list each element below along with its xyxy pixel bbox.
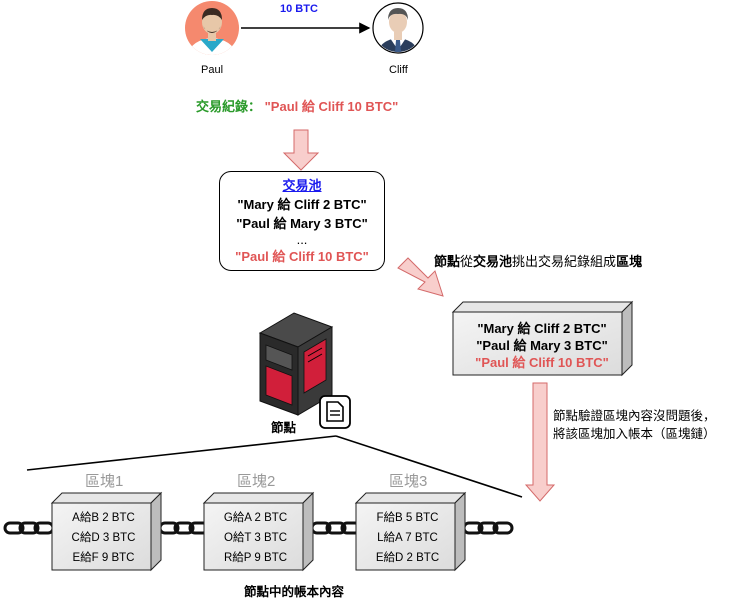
chain-link [173, 521, 195, 535]
transaction-record: 交易紀錄： "Paul 給 Cliff 10 BTC" [196, 96, 398, 115]
pool-arrow [282, 129, 320, 171]
pool-title: 交易池 [282, 178, 322, 193]
new-block-content: "Mary 給 Cliff 2 BTC" "Paul 給 Mary 3 BTC"… [466, 320, 618, 371]
sender-name: Paul [201, 64, 224, 76]
verify-caption: 節點驗證區塊內容沒問題後， 將該區塊加入帳本（區塊鏈） [553, 407, 716, 443]
transfer-amount: 10 BTC [280, 3, 318, 15]
ledger-block-cube-2 [202, 491, 315, 572]
ledger-caption: 節點中的帳本內容 [244, 585, 345, 599]
chain-link [477, 521, 499, 535]
caption-from: 從 [460, 254, 474, 269]
block-line: E給F 9 BTC [72, 552, 135, 564]
verify-caption-line-1: 節點驗證區塊內容沒問題後， [553, 409, 716, 423]
ledger-line-left [26, 435, 337, 471]
chain-link [325, 521, 347, 535]
transaction-pool: 交易池 "Mary 給 Cliff 2 BTC" "Paul 給 Mary 3 … [219, 171, 385, 271]
ledger-block-cube-3 [354, 491, 467, 572]
pool-ellipsis: ... [296, 232, 308, 247]
block-content-3: F給B 5 BTC L給A 7 BTC E給D 2 BTC [360, 508, 455, 568]
block-content-1: A給B 2 BTC C給D 3 BTC E給F 9 BTC [56, 508, 151, 568]
block-content-2: G給A 2 BTC O給T 3 BTC R給P 9 BTC [208, 508, 303, 568]
select-caption: 節點從交易池挑出交易紀錄組成區塊 [434, 251, 642, 270]
pool-item: "Mary 給 Cliff 2 BTC" [237, 197, 367, 212]
pool-item-highlight: "Paul 給 Cliff 10 BTC" [235, 249, 369, 264]
ledger-block-cube-1 [50, 491, 163, 572]
block-name-1: 區塊1 [85, 473, 124, 490]
new-block-line: "Mary 給 Cliff 2 BTC" [477, 321, 607, 336]
receiver-name: Cliff [389, 64, 408, 76]
record-value: "Paul 給 Cliff 10 BTC" [264, 99, 399, 114]
pool-item: "Paul 給 Mary 3 BTC" [236, 216, 368, 231]
block-line: C給D 3 BTC [71, 532, 136, 544]
append-arrow [524, 382, 556, 502]
document-icon [319, 395, 351, 429]
block-name-2: 區塊2 [237, 473, 276, 490]
paul-avatar-icon [185, 1, 239, 55]
new-block-highlight: "Paul 給 Cliff 10 BTC" [475, 355, 609, 370]
chain-link [3, 521, 25, 535]
block-line: F給B 5 BTC [376, 512, 439, 524]
caption-pool: 交易池 [473, 254, 513, 269]
record-label: 交易紀錄： [196, 99, 262, 114]
caption-middle: 挑出交易紀錄組成 [512, 254, 617, 269]
chain-link [18, 521, 40, 535]
server-node-icon [258, 312, 334, 416]
verify-caption-line-2: 將該區塊加入帳本（區塊鏈） [553, 427, 716, 441]
block-line: E給D 2 BTC [375, 552, 440, 564]
block-line: A給B 2 BTC [72, 512, 135, 524]
node-label: 節點 [271, 421, 297, 435]
block-name-3: 區塊3 [389, 473, 428, 490]
block-line: O給T 3 BTC [223, 532, 288, 544]
block-line: L給A 7 BTC [377, 532, 438, 544]
cliff-avatar-icon [372, 2, 424, 54]
caption-block: 區塊 [616, 254, 643, 269]
new-block-cube [451, 300, 634, 377]
block-line: R給P 9 BTC [223, 552, 288, 564]
chain-link [492, 521, 514, 535]
new-block-line: "Paul 給 Mary 3 BTC" [476, 338, 608, 353]
block-line: G給A 2 BTC [223, 512, 288, 524]
ledger-line-right [335, 435, 523, 498]
select-arrow [397, 257, 444, 297]
caption-node: 節點 [434, 254, 461, 269]
